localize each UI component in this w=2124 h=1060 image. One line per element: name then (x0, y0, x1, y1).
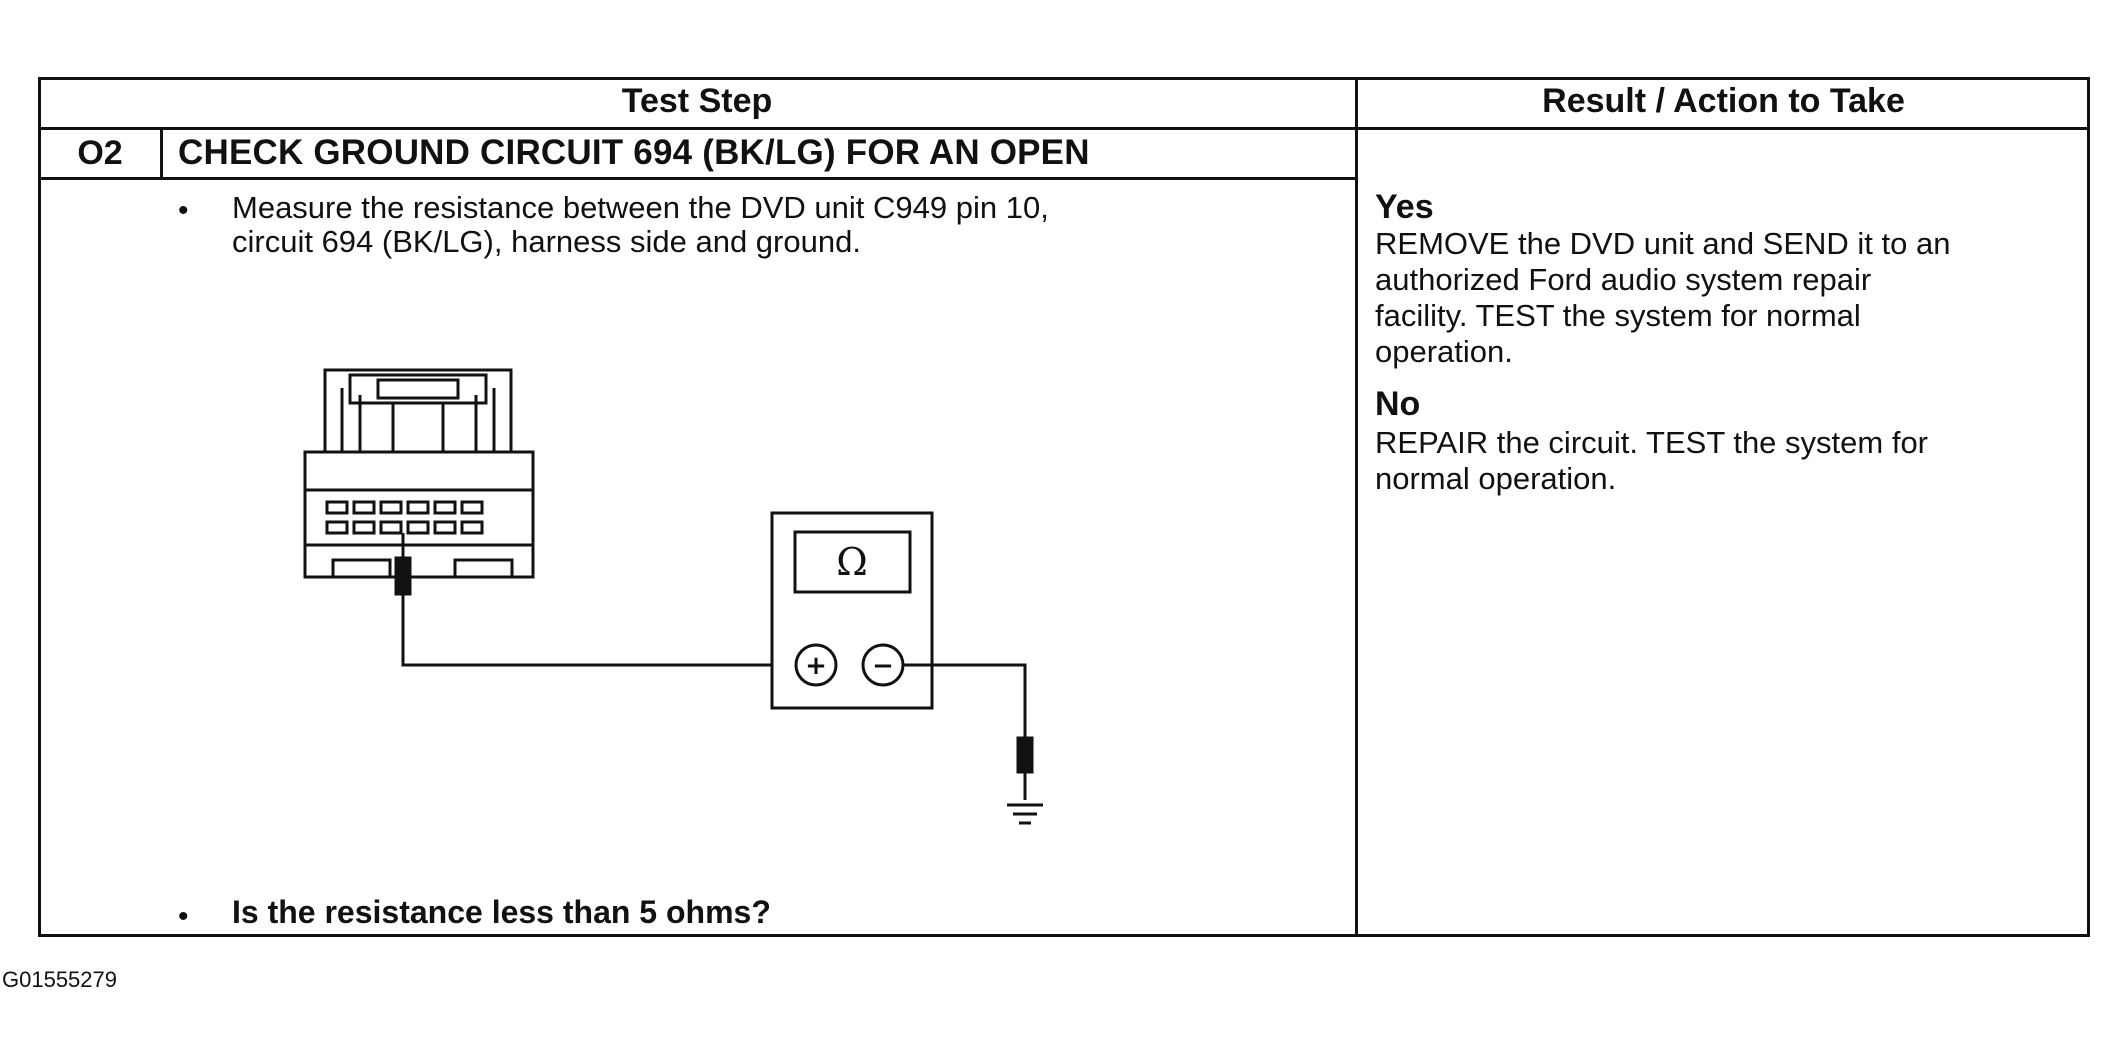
result-yes-line-4: operation. (1375, 334, 1513, 369)
result-no-line-2: normal operation. (1375, 461, 1617, 496)
step-title: CHECK GROUND CIRCUIT 694 (BK/LG) FOR AN … (178, 133, 1090, 172)
column-header-result-action: Result / Action to Take (1542, 82, 1905, 120)
negative-terminal-symbol: − (872, 651, 894, 681)
positive-test-lead (401, 594, 793, 667)
result-yes-label: Yes (1375, 188, 1434, 226)
result-yes-line-2: authorized Ford audio system repair (1375, 262, 1872, 297)
positive-terminal-symbol: + (805, 651, 827, 681)
header-divider (38, 127, 2090, 130)
column-divider (1355, 77, 1358, 937)
ohm-symbol: Ω (836, 540, 868, 584)
step-title-divider (38, 177, 1356, 180)
step-number-divider (160, 128, 163, 178)
ground-probe-icon (1016, 736, 1034, 800)
step-number: O2 (77, 134, 123, 172)
bullet-instruction: • (178, 194, 189, 227)
instruction-text-line-2: circuit 694 (BK/LG), harness side and gr… (232, 224, 861, 259)
connector-c949-icon (303, 368, 535, 579)
result-yes-line-3: facility. TEST the system for normal (1375, 298, 1861, 333)
test-step-table (38, 77, 2090, 937)
test-question: Is the resistance less than 5 ohms? (232, 894, 771, 930)
result-no-line-1: REPAIR the circuit. TEST the system for (1375, 425, 1929, 460)
result-yes-line-1: REMOVE the DVD unit and SEND it to an (1375, 226, 1951, 261)
bullet-question: • (178, 900, 189, 933)
column-header-test-step: Test Step (621, 82, 773, 120)
instruction-text-line-1: Measure the resistance between the DVD u… (232, 190, 1049, 225)
ground-symbol-icon (1007, 803, 1043, 825)
ohmmeter-icon (770, 511, 934, 710)
figure-id: G01555279 (2, 967, 117, 992)
result-no-label: No (1375, 385, 1421, 423)
negative-test-lead (903, 663, 1027, 738)
